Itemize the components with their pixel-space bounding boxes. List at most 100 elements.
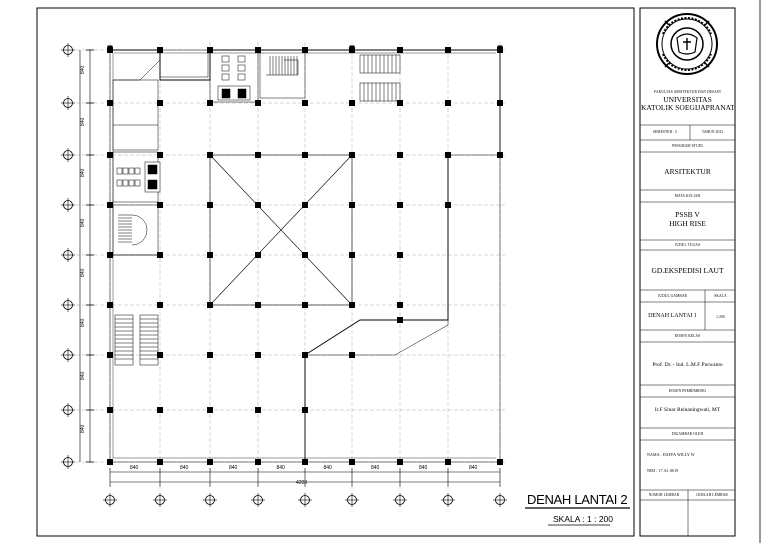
core-left: [112, 151, 161, 256]
course-value-2: HIGH RISE: [669, 219, 706, 228]
bottom-dimension-value: 840: [371, 465, 380, 471]
toilet-fixture: [134, 179, 141, 187]
column: [207, 202, 213, 208]
column: [157, 202, 163, 208]
atrium-void: [209, 154, 353, 306]
column: [207, 302, 213, 308]
toilet-fixture: [128, 179, 135, 187]
lecturer-name: Prof. Dr. - Ind. L.M.F Purwanto: [652, 362, 723, 368]
column: [497, 459, 503, 465]
drawing-frame: [36, 7, 635, 537]
title-block-frame: [639, 7, 736, 537]
column: [207, 252, 213, 258]
grid-marker: [349, 45, 355, 51]
column: [397, 100, 403, 106]
structural-grid: [70, 42, 505, 470]
column: [397, 47, 403, 53]
year-label: TAHUN 2023: [701, 130, 724, 134]
column: [107, 202, 113, 208]
toilet-fixture: [237, 55, 246, 63]
column: [397, 459, 403, 465]
column: [207, 47, 213, 53]
column: [445, 100, 451, 106]
bottom-dimension-value: 840: [469, 465, 478, 471]
column: [397, 252, 403, 258]
sheet-number-label: NOMOR LEMBAR: [648, 493, 680, 497]
column: [302, 302, 308, 308]
project-value: GD.EKSPEDISI LAUT: [651, 266, 724, 275]
column: [107, 352, 113, 358]
column: [107, 252, 113, 258]
toilet-fixture: [221, 55, 230, 63]
column: [107, 100, 113, 106]
column: [157, 352, 163, 358]
column: [302, 152, 308, 158]
column: [302, 459, 308, 465]
drawing-name: DENAH LANTAI 1: [648, 313, 697, 319]
column: [157, 152, 163, 158]
bottom-grid-axis: [103, 468, 507, 507]
column: [445, 47, 451, 53]
left-grid-axis: [61, 43, 94, 469]
drawing-label: JUDUL GAMBAR: [657, 294, 688, 298]
column: [397, 317, 403, 323]
column: [349, 202, 355, 208]
column: [255, 459, 261, 465]
top-grid-markers: [107, 45, 503, 51]
left-dimension-value: 840: [80, 318, 86, 327]
column: [207, 152, 213, 158]
university-name-2: KATOLIK SOEGIJAPRANATA: [641, 103, 734, 112]
column: [107, 302, 113, 308]
column: [302, 352, 308, 358]
toilet-fixture: [221, 64, 230, 72]
bottom-dimension-value: 840: [323, 465, 332, 471]
column: [107, 152, 113, 158]
column: [255, 407, 261, 413]
drawing-title: DENAH LANTAI 2: [527, 492, 628, 507]
column: [302, 100, 308, 106]
column: [207, 100, 213, 106]
left-dimension-value: 840: [80, 424, 86, 433]
column: [497, 152, 503, 158]
column: [445, 202, 451, 208]
sheet-count-label: JUMLAH LEMBAR: [696, 493, 728, 497]
supervisor-name: Ir.F Sinar Reinaningwati, MT: [654, 407, 721, 413]
scale-value: 1:200: [716, 315, 725, 319]
core-top-left: [112, 49, 209, 151]
toilet-block-top: [209, 49, 259, 103]
total-dimension: 4200: [296, 480, 308, 486]
column: [445, 152, 451, 158]
column: [255, 302, 261, 308]
toilet-fixture: [237, 64, 246, 72]
bottom-dimension-value: 840: [276, 465, 285, 471]
column: [207, 352, 213, 358]
author-label: DIGAMBAR OLEH: [671, 432, 704, 436]
bottom-dimension-value: 840: [229, 465, 238, 471]
column: [157, 302, 163, 308]
title-block-grid: [640, 124, 735, 536]
column: [349, 459, 355, 465]
column: [255, 152, 261, 158]
column: [107, 459, 113, 465]
column: [397, 202, 403, 208]
toilet-fixture: [134, 167, 141, 175]
left-dimension-value: 840: [80, 117, 86, 126]
column: [302, 407, 308, 413]
author-nim: NIM : 17.A1.0019: [647, 468, 679, 473]
course-label: MATA KULIAH: [674, 194, 701, 198]
left-dimension-value: 840: [80, 65, 86, 74]
column: [255, 100, 261, 106]
column: [302, 47, 308, 53]
column: [349, 152, 355, 158]
column: [157, 459, 163, 465]
toilet-fixture: [221, 73, 230, 81]
toilet-fixture: [116, 167, 123, 175]
escalators-bottom: [114, 314, 159, 366]
scale-label: SKALA: [714, 294, 727, 298]
stair-top: [259, 49, 306, 99]
column: [255, 352, 261, 358]
left-dimension-value: 840: [80, 371, 86, 380]
column: [207, 407, 213, 413]
column: [349, 302, 355, 308]
